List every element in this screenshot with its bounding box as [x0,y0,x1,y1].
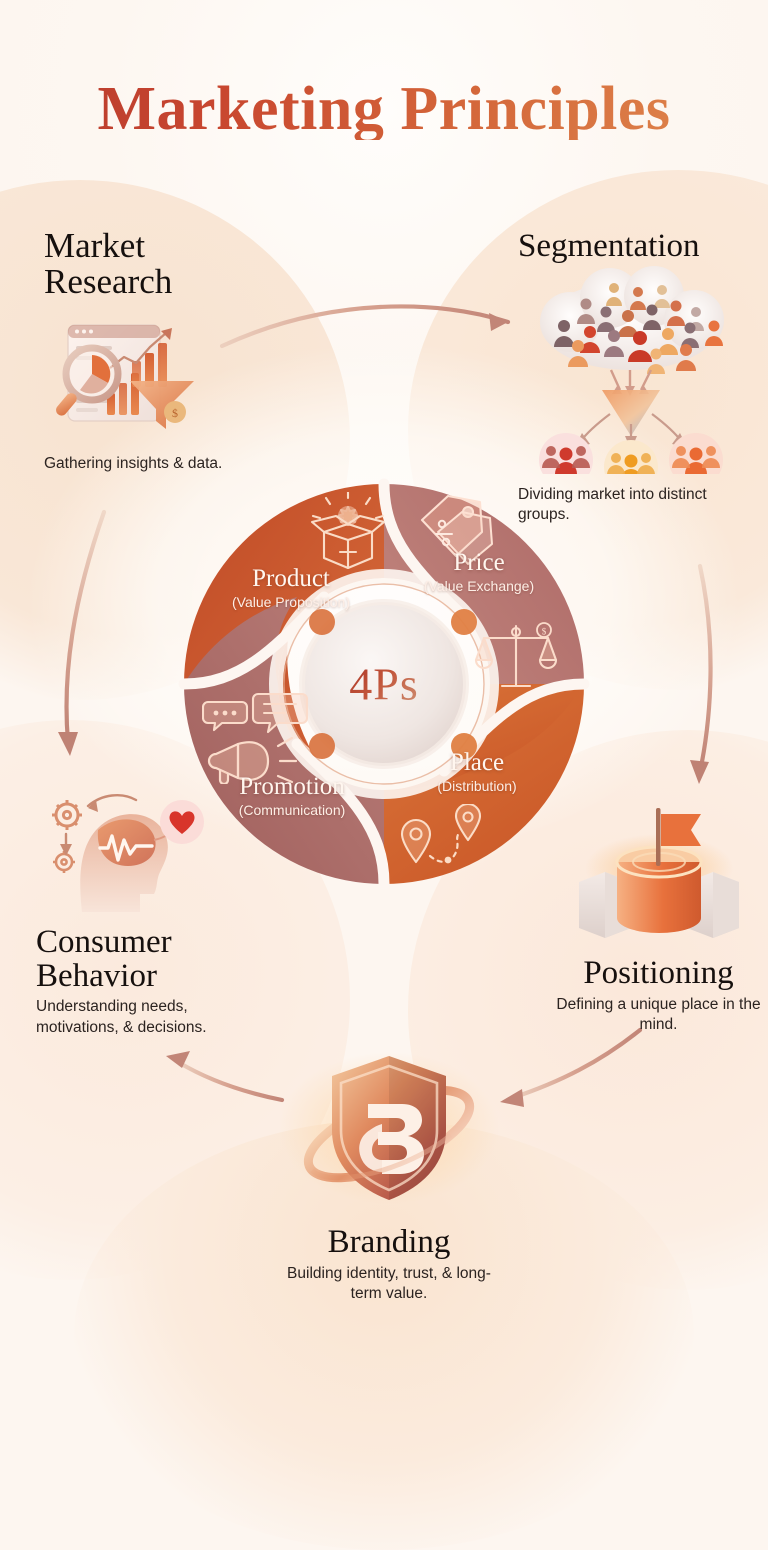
node-title-positioning: Positioning [583,955,734,991]
crowd-cloud-funnel-groups-icon [518,264,758,494]
title-line-2: Behavior [36,957,157,994]
node-caption-consumer-behavior: Understanding needs, motivations, & deci… [36,998,207,1036]
title-line-1: Consumer [36,924,172,960]
node-positioning: Positioning Defining a unique place in t… [556,800,761,1036]
page-title: Marketing Principles [0,78,768,140]
podium-flag-icon [556,800,761,955]
node-title-consumer-behavior: Consumer Behavior [36,924,261,994]
node-segmentation: Segmentation [518,228,758,526]
node-branding: Branding Building identity, trust, & lon… [274,1048,504,1305]
arrow-research-to-segmentation [219,304,511,349]
node-title-branding: Branding [327,1224,451,1260]
svg-text:$: $ [172,406,178,420]
node-market-research: Market Research [44,228,259,475]
arrow-branding-to-consumer-behavior [166,1051,285,1103]
node-consumer-behavior: Consumer Behavior Understanding needs, m… [36,780,261,1038]
node-title-market-research: Market Research [44,228,259,299]
node-title-segmentation: Segmentation [518,228,700,264]
node-caption-segmentation: Dividing market into distinct groups. [518,485,707,524]
arrow-segmentation-to-positioning [690,563,713,784]
shield-b-monogram-icon [274,1048,504,1218]
head-brain-gears-heart-icon [36,780,261,920]
title-line-1: Market [44,226,146,265]
arrow-consumer-behavior-to-research [58,509,107,756]
arrow-positioning-to-branding [500,1027,643,1107]
flow-arrows-layer [58,304,713,1107]
node-caption-market-research: Gathering insights & data. [44,455,223,473]
node-caption-positioning: Defining a unique place in the mind. [556,995,761,1034]
node-caption-branding: Building identity, trust, & long-term va… [287,1264,491,1303]
magnifier-chart-funnel-icon: $ [44,311,259,446]
title-line-2: Research [44,261,173,301]
hub-label-4ps: 4Ps [349,658,419,710]
